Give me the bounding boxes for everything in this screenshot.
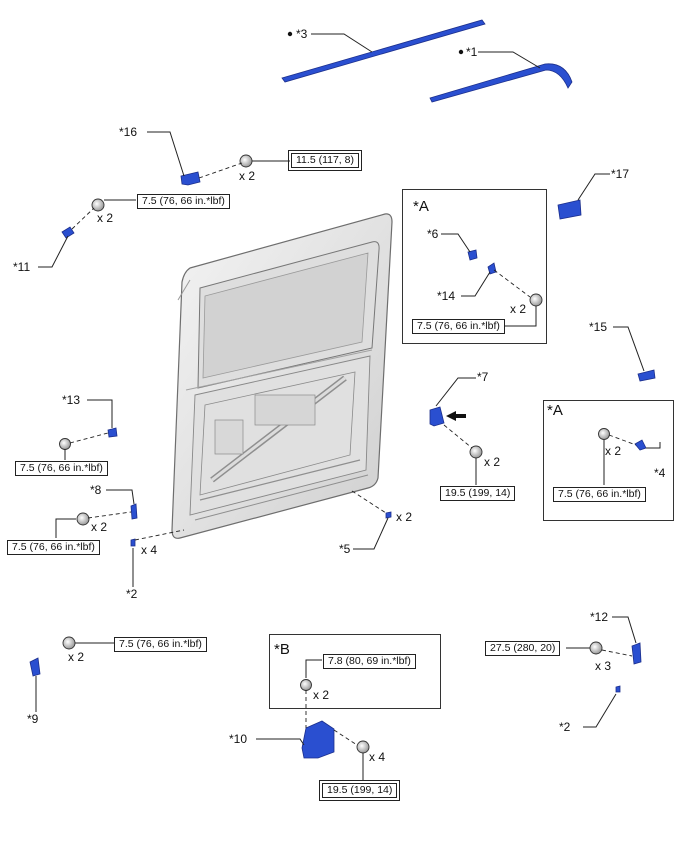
moulding-3 bbox=[281, 19, 486, 83]
pin-2b bbox=[615, 685, 621, 693]
qty-7: x 2 bbox=[484, 455, 501, 469]
part-label-16: *16 bbox=[119, 125, 138, 139]
torque-b: 7.8 (80, 69 in.*lbf) bbox=[323, 654, 416, 669]
qty-12: x 3 bbox=[595, 659, 612, 673]
part-label-12: *12 bbox=[590, 610, 609, 624]
torque-16: 11.5 (117, 8) bbox=[288, 150, 362, 171]
qty-8: x 2 bbox=[91, 520, 108, 534]
bullet-1 bbox=[458, 49, 464, 55]
part-label-13: *13 bbox=[62, 393, 81, 407]
torque-10: 19.5 (199, 14) bbox=[318, 780, 401, 801]
hinge-10 bbox=[301, 720, 335, 759]
part-label-4: *4 bbox=[654, 466, 666, 480]
torque-12: 27.5 (280, 20) bbox=[485, 641, 561, 656]
box-label-a-top: *A bbox=[413, 198, 429, 215]
part-label-2b: *2 bbox=[559, 720, 571, 734]
part-label-15: *15 bbox=[589, 320, 608, 334]
bolt-11 bbox=[91, 198, 105, 212]
bolt-16 bbox=[239, 154, 253, 168]
torque-7: 19.5 (199, 14) bbox=[440, 486, 516, 501]
part-15 bbox=[637, 369, 656, 382]
box-label-b: *B bbox=[274, 641, 290, 658]
torque-8: 7.5 (76, 66 in.*lbf) bbox=[7, 540, 100, 555]
detail-box-b bbox=[269, 634, 441, 709]
bolt-10 bbox=[356, 740, 370, 754]
part-13 bbox=[107, 427, 118, 438]
qty-10: x 4 bbox=[369, 750, 386, 764]
part-6 bbox=[467, 249, 478, 261]
cover-17 bbox=[557, 199, 582, 220]
part-label-14: *14 bbox=[437, 289, 456, 303]
bolt-13 bbox=[59, 438, 71, 450]
bolt-A2 bbox=[598, 428, 610, 440]
part-label-8: *8 bbox=[90, 483, 102, 497]
qty-9: x 2 bbox=[68, 650, 85, 664]
part-label-2a: *2 bbox=[126, 587, 138, 601]
part-label-1: *1 bbox=[466, 45, 478, 59]
bullet-3 bbox=[287, 31, 293, 37]
detail-box-a-top bbox=[402, 189, 547, 344]
bracket-16 bbox=[180, 171, 201, 186]
bolt-12 bbox=[589, 641, 603, 655]
qty-b: x 2 bbox=[313, 688, 330, 702]
qty-5: x 2 bbox=[396, 510, 413, 524]
pin-5 bbox=[385, 511, 392, 519]
torque-11: 7.5 (76, 66 in.*lbf) bbox=[137, 194, 230, 209]
door-panel bbox=[171, 213, 393, 539]
part-label-3: *3 bbox=[296, 27, 308, 41]
torque-a-right: 7.5 (76, 66 in.*lbf) bbox=[553, 487, 646, 502]
qty-14: x 2 bbox=[510, 302, 527, 316]
detail-box-a-right bbox=[543, 400, 674, 521]
part-label-9: *9 bbox=[27, 712, 39, 726]
part-9 bbox=[29, 657, 41, 677]
part-label-11: *11 bbox=[13, 260, 31, 274]
part-12 bbox=[631, 642, 642, 665]
clip-11 bbox=[61, 226, 75, 239]
torque-13: 7.5 (76, 66 in.*lbf) bbox=[15, 461, 108, 476]
part-label-7: *7 bbox=[477, 370, 489, 384]
pin-2a bbox=[130, 538, 136, 547]
part-8 bbox=[130, 503, 138, 520]
qty-11: x 2 bbox=[97, 211, 114, 225]
moulding-1 bbox=[429, 63, 573, 103]
box-label-a-right: *A bbox=[547, 402, 563, 419]
latch-7 bbox=[429, 406, 445, 427]
torque-9: 7.5 (76, 66 in.*lbf) bbox=[114, 637, 207, 652]
part-label-17: *17 bbox=[611, 167, 630, 181]
torque-a-top: 7.5 (76, 66 in.*lbf) bbox=[412, 319, 505, 334]
part-label-6: *6 bbox=[427, 227, 439, 241]
qty-16: x 2 bbox=[239, 169, 256, 183]
part-label-5: *5 bbox=[339, 542, 351, 556]
part-label-10: *10 bbox=[229, 732, 248, 746]
qty-a2: x 2 bbox=[605, 444, 622, 458]
qty-2a: x 4 bbox=[141, 543, 158, 557]
bolt-8 bbox=[76, 512, 90, 526]
arrow-7 bbox=[446, 411, 466, 421]
bolt-9 bbox=[62, 636, 76, 650]
